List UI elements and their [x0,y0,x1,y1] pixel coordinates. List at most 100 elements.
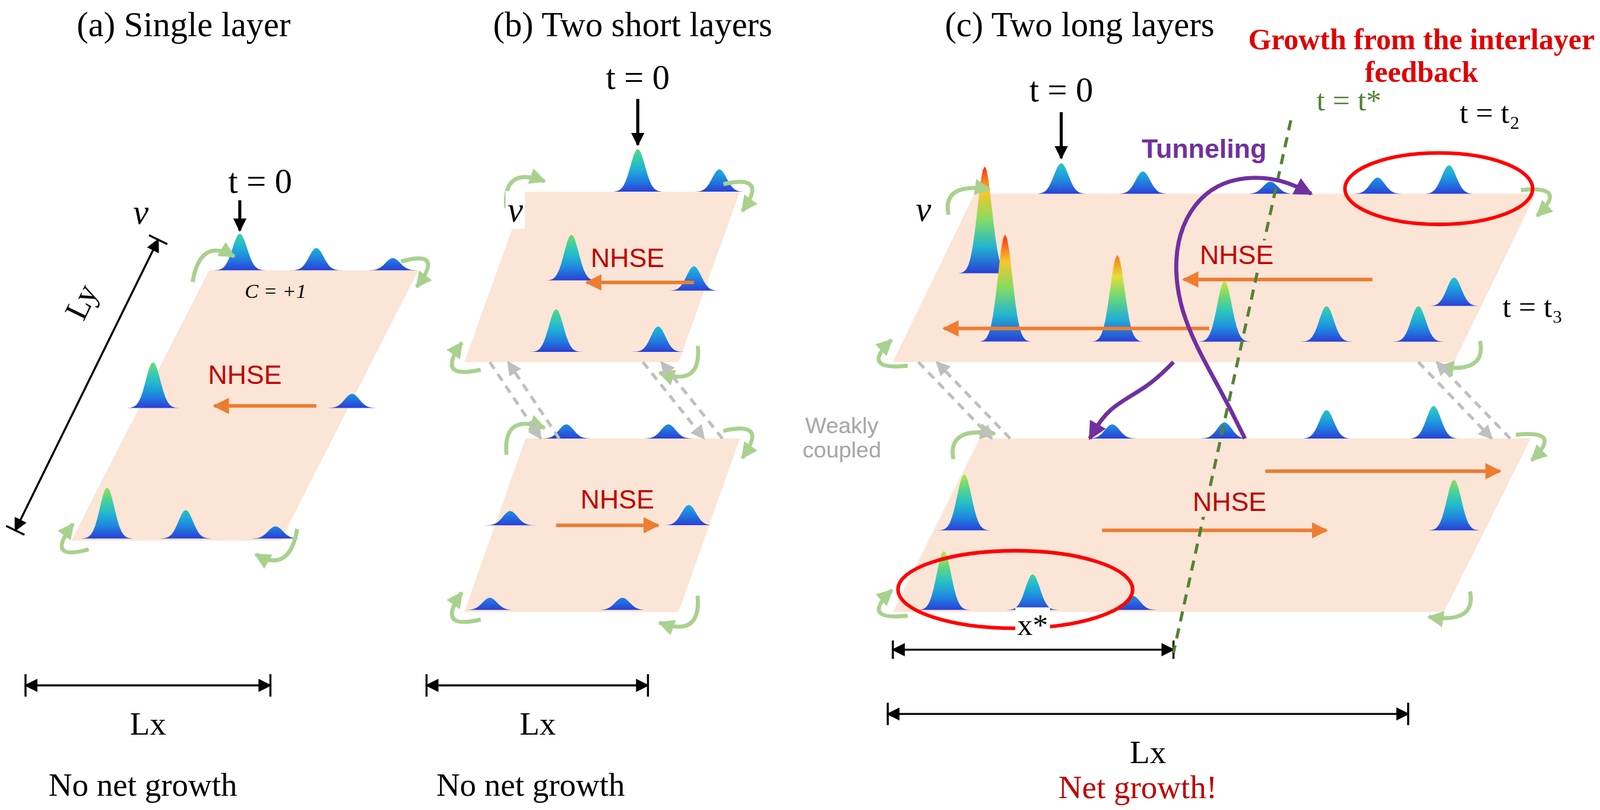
initial-time-arrow [636,99,640,145]
text-anchor: t = 0 [226,162,295,201]
dimension-label: Lx [1128,734,1169,771]
annotation: Growth from the interlayer feedback [1246,23,1598,90]
text-anchor: Lx [517,706,559,743]
layer-fill [464,438,740,613]
time-label: t = 0 [226,162,295,201]
nhse-arrow [1101,528,1327,533]
velocity-label: v [131,192,151,231]
text-anchor: v [131,192,151,231]
initial-time-arrow [238,197,242,231]
text-anchor: v [505,191,526,230]
chern-number: C = +1 [242,279,309,303]
wave-packet [611,149,665,192]
nhse-arrow [943,326,1210,331]
nhse-label: NHSE [588,243,667,273]
text-anchor: (b) Two short layers [490,5,775,44]
nhse-arrow [1183,277,1373,282]
dimension-arrow [887,702,1409,726]
dimension-tick [24,674,27,697]
dimension-line [25,684,271,687]
dimension-label: Lx [517,706,559,743]
result-label: No net growth [46,767,240,804]
text-anchor: NHSE [206,360,284,391]
dimension-line [426,684,648,687]
time-label: t = 0 [603,58,673,97]
interlayer-coupling-arrow [508,362,560,439]
layer-plane: NHSE [892,438,1531,613]
wave-packet [641,424,695,439]
coupling-note: Weakly coupled [773,413,911,464]
text-anchor: x* [1015,607,1050,642]
dimension-tick [886,702,889,726]
layer-fill [892,194,1536,363]
interlayer-coupling-arrow [918,362,993,439]
text-anchor: NHSE [578,485,657,515]
layer-fill [71,270,418,541]
wave-packet [1034,163,1088,195]
dimension-line [892,648,1174,651]
dimension-tick [149,235,168,245]
text-anchor: Growth from the interlayer feedback [1246,23,1598,90]
dimension-arrow [426,674,648,697]
layer-plane: NHSE [892,194,1536,363]
wave-packet [1116,171,1169,195]
text-anchor: t = t₃ [1500,289,1565,323]
wave-packet [1407,406,1460,439]
interlayer-coupling-arrow [1418,362,1492,439]
dimension-arrow [25,674,271,697]
text-anchor: Lx [1128,734,1169,771]
dimension-tick [647,674,649,697]
layer-shape [71,270,418,541]
nhse-arrow [586,280,694,285]
interlayer-coupling-arrow [936,362,1011,439]
panel-title: (a) Single layer [74,5,293,44]
dimension-label: Lx [127,706,169,743]
dimension-arrow [892,640,1174,659]
time-label: t = t* [1314,83,1384,117]
dimension-tick [269,674,272,697]
nhse-arrow [1265,469,1500,474]
wave-packet [1422,165,1476,194]
dimension-label: x* [1015,607,1050,642]
nhse-label: NHSE [578,485,657,515]
text-anchor: Net growth! [1056,770,1219,806]
text-anchor: Tunneling [1139,134,1269,164]
wave-packet [539,424,593,439]
layer-plane: NHSE [464,438,740,613]
layer-shape [892,438,1531,613]
time-label: t = t₂ [1457,95,1522,130]
result-label: No net growth [433,767,627,804]
interlayer-coupling-arrow [1436,362,1511,439]
dimension-line [887,713,1409,715]
layer-plane: C = +1 NHSE [71,270,418,541]
nhse-label: NHSE [1190,487,1269,517]
layer-fill [892,438,1531,613]
velocity-label: v [505,191,526,230]
text-anchor: NHSE [588,243,667,273]
text-anchor: Ly [56,276,107,328]
result-label: Net growth! [1056,770,1219,806]
nhse-label: NHSE [206,360,284,391]
text-anchor: (a) Single layer [74,5,293,44]
time-label: t = t₃ [1500,289,1565,323]
text-anchor: v [913,189,934,228]
dimension-tick [425,674,428,697]
text-anchor: C = +1 [242,279,309,303]
text-anchor: t = 0 [603,58,673,97]
velocity-label: v [913,189,934,228]
layer-shape [892,194,1536,363]
text-anchor: No net growth [46,767,240,804]
dimension-label: Ly [56,276,107,328]
edge-label: Tunneling [1139,134,1269,164]
time-label: t = 0 [1027,70,1096,109]
text-anchor: Weakly coupled [773,413,911,464]
wave-packet [1351,177,1405,194]
text-anchor: (c) Two long layers [942,5,1217,44]
text-anchor: t = t₂ [1457,95,1522,130]
wave-packet [289,248,343,271]
text-anchor: No net growth [433,767,627,804]
dimension-tick [1407,702,1409,726]
wave-packet [1300,410,1354,439]
nhse-arrow [556,523,659,528]
